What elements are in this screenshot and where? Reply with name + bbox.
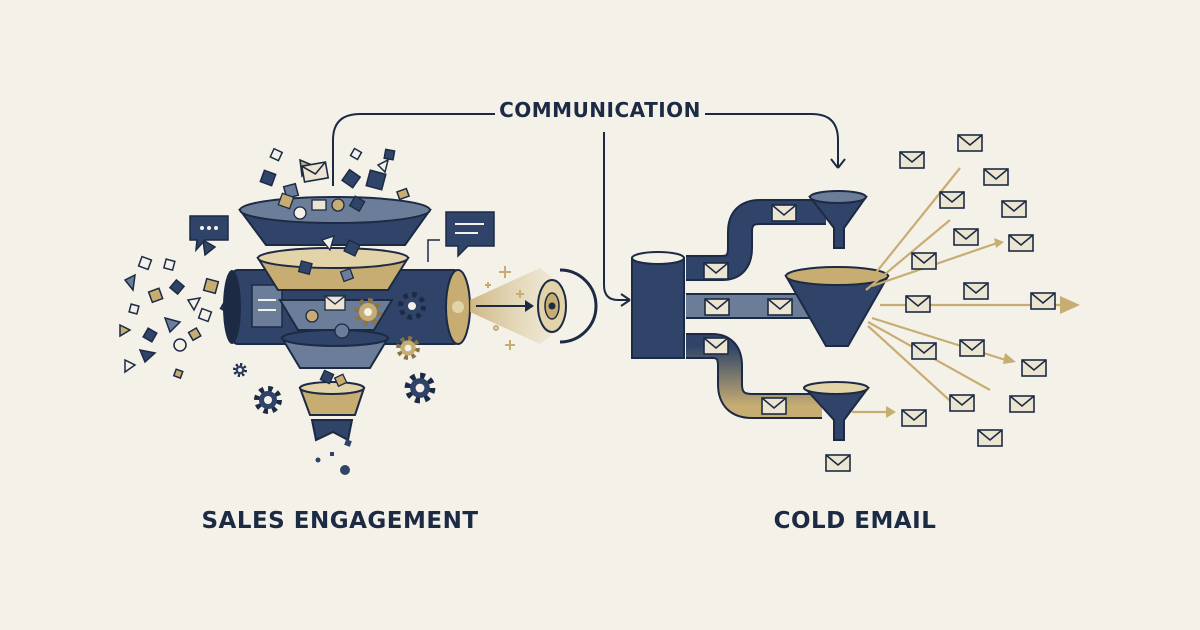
communication-connectors [332, 113, 846, 307]
message-bubble-icon [427, 211, 495, 262]
funnel-contents [277, 192, 366, 388]
communication-label: COMMUNICATION [499, 98, 701, 122]
sales-engagement-label: SALES ENGAGEMENT [201, 508, 479, 534]
cold-email-label: COLD EMAIL [773, 508, 937, 534]
target-icon [537, 268, 598, 344]
cold-email-illustration [631, 134, 1080, 472]
email-source-cylinder [631, 251, 685, 359]
speech-bubble-icon [189, 215, 229, 253]
falling-bits [315, 439, 352, 475]
sales-engagement-illustration [119, 147, 598, 475]
envelope-icon [300, 161, 330, 183]
sparkle-icon [485, 266, 524, 350]
funnel-icon [784, 190, 890, 441]
funnel-icon [238, 196, 432, 442]
target-beam [470, 268, 558, 344]
